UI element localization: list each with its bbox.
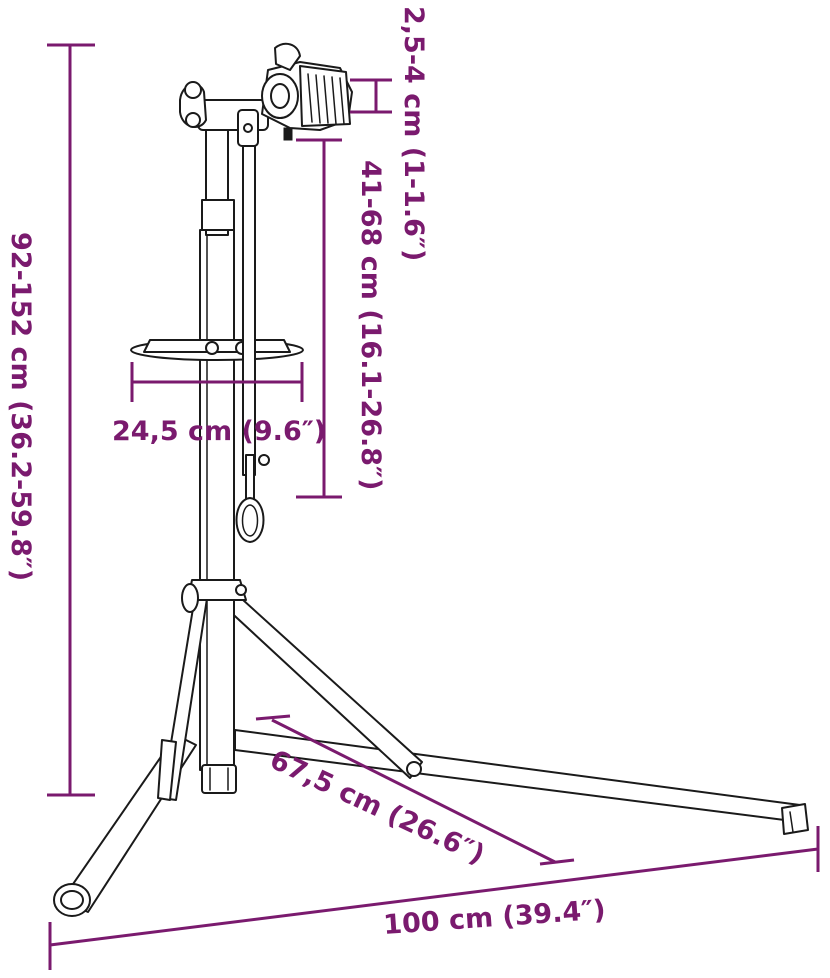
total-height-label: 92-152 cm (36.2-59.8″) xyxy=(5,232,36,581)
leg-dimension-line xyxy=(271,718,556,864)
repair-stand-illustration xyxy=(53,42,809,917)
tube-foot xyxy=(201,764,237,794)
arm-length-label: 41-68 cm (16.1-26.8″) xyxy=(355,160,386,490)
tool-tray xyxy=(130,339,304,361)
dimension-lines xyxy=(47,43,820,970)
clamp-range-label: 2,5-4 cm (1-1.6″) xyxy=(398,6,429,261)
support-arm xyxy=(235,134,270,543)
tray-width-label: 24,5 cm (9.6″) xyxy=(112,416,326,447)
dimension-labels: 2,5-4 cm (1-1.6″) 41-68 cm (16.1-26.8″) … xyxy=(5,6,607,941)
bike-clamp xyxy=(261,42,353,141)
base-dimension-line xyxy=(49,847,819,947)
main-tube xyxy=(199,119,235,771)
leg-collar xyxy=(181,579,247,613)
base-width-label: 100 cm (39.4″) xyxy=(382,895,606,941)
stand-head xyxy=(179,81,269,147)
